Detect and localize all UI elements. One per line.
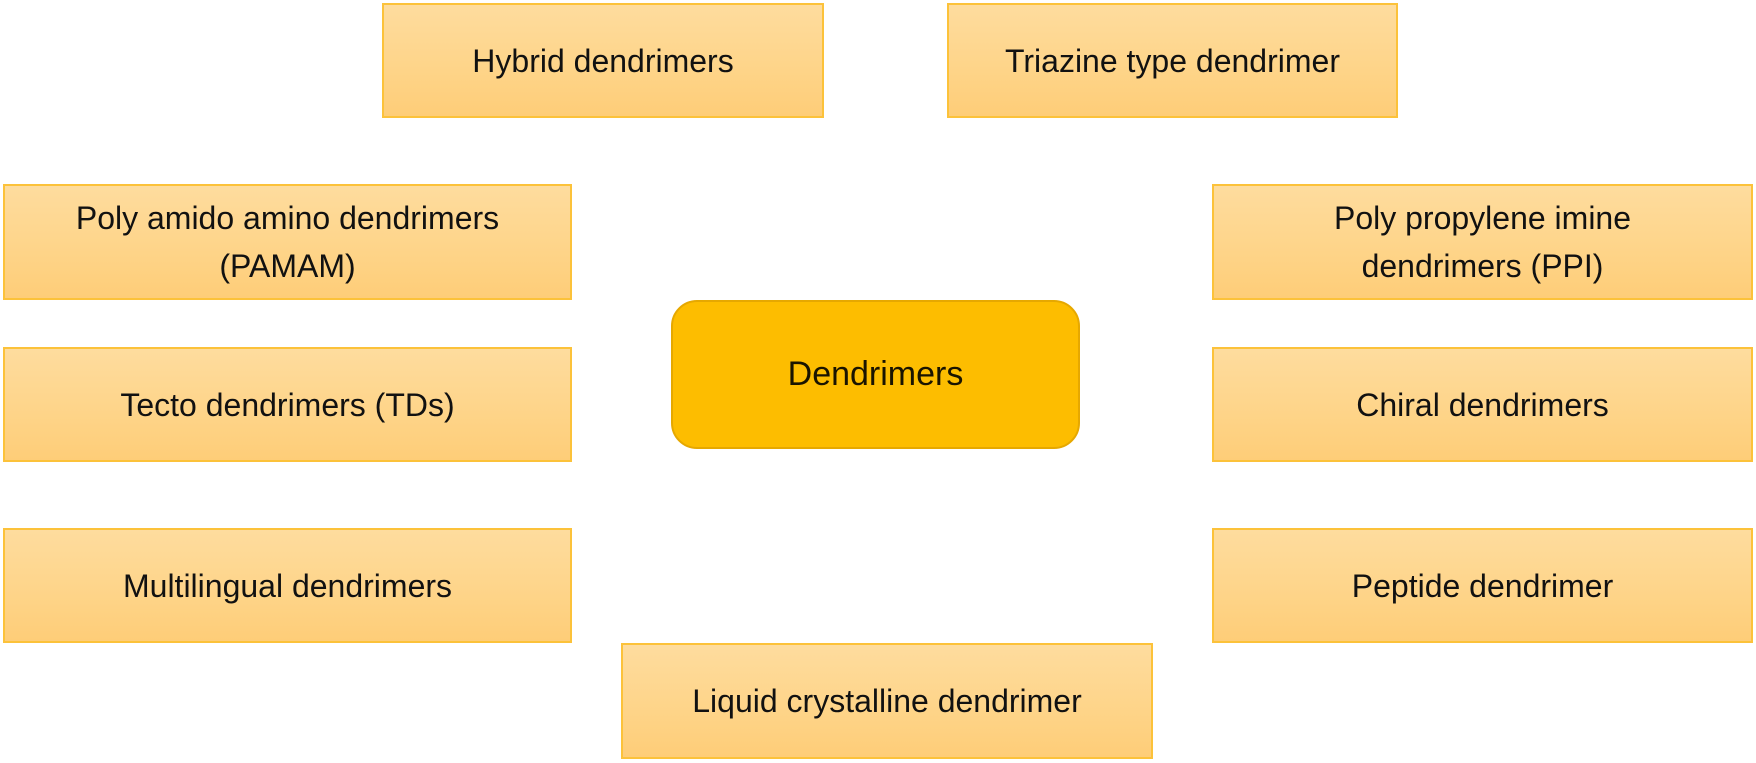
node-pamam-dendrimers: Poly amido amino dendrimers (PAMAM) [3,184,572,300]
node-multilingual-dendrimers: Multilingual dendrimers [3,528,572,643]
node-triazine-type-dendrimer: Triazine type dendrimer [947,3,1398,118]
node-chiral-dendrimers: Chiral dendrimers [1212,347,1753,462]
node-hybrid-dendrimers: Hybrid dendrimers [382,3,824,118]
node-tecto-dendrimers: Tecto dendrimers (TDs) [3,347,572,462]
node-liquid-crystalline-dendrimer: Liquid crystalline dendrimer [621,643,1153,759]
center-node-dendrimers: Dendrimers [671,300,1080,449]
node-peptide-dendrimer: Peptide dendrimer [1212,528,1753,643]
node-ppi-dendrimers: Poly propylene imine dendrimers (PPI) [1212,184,1753,300]
